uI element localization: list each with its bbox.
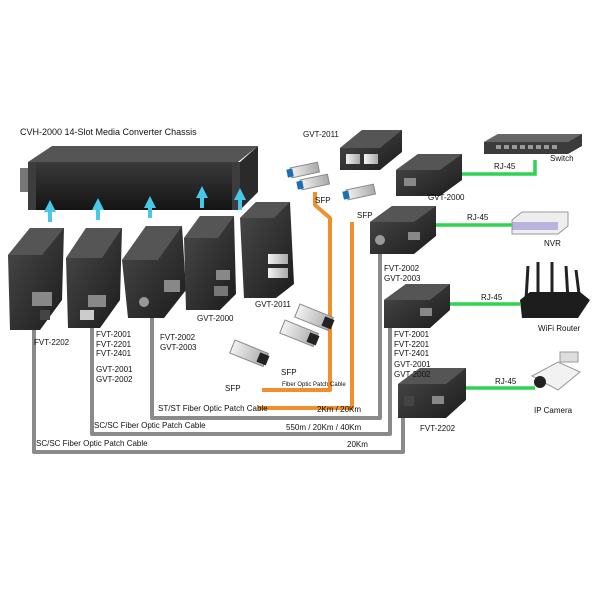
converter-fvt-2001-right [384, 284, 450, 328]
insert-arrows [44, 186, 246, 222]
label-fvt-2202-right: FVT-2202 [420, 424, 456, 433]
cable-orange-2 [258, 222, 354, 410]
label-rj45-router: RJ-45 [481, 293, 503, 302]
sfp-module [296, 173, 331, 191]
label-sfp-top-right: SFP [357, 211, 373, 220]
chassis-title: CVH-2000 14-Slot Media Converter Chassis [20, 127, 197, 137]
label-gvt-2001-group-right: GVT-2001 GVT-2002 [394, 360, 431, 379]
label-gvt-2011-left: GVT-2011 [255, 300, 291, 309]
label-ip-camera: IP Camera [534, 406, 573, 415]
label-rj45-camera: RJ-45 [495, 377, 517, 386]
nvr-device [511, 211, 569, 235]
label-fvt-2002-group-left: FVT-2002 GVT-2003 [160, 333, 197, 352]
converter-fvt-2002-right [370, 206, 436, 254]
converter-fvt-2002-left [122, 226, 186, 318]
sfp-module [286, 161, 321, 179]
label-sc-sc-cable-2: SC/SC Fiber Optic Patch Cable [36, 439, 148, 448]
converter-gvt-2011-left [240, 202, 294, 298]
converter-gvt-2011-right [340, 130, 402, 170]
ip-camera-device [530, 351, 581, 391]
label-fvt-2202-left: FVT-2202 [34, 338, 70, 347]
converter-fvt-2202-right [398, 368, 466, 418]
label-rj45-switch: RJ-45 [494, 162, 516, 171]
cable-sc-sc-outer [32, 320, 405, 454]
sfp-module [279, 319, 320, 348]
sfp-module [229, 339, 270, 368]
gray-cables [32, 240, 405, 454]
label-distance-3: 20Km [347, 440, 368, 449]
sfp-module [294, 303, 335, 332]
label-gvt-2001-group-left: GVT-2001 GVT-2002 [96, 365, 133, 384]
cable-orange-1 [262, 192, 332, 392]
wifi-router-device [520, 262, 590, 318]
label-fvt-2001-group-left: FVT-2001 FVT-2201 FVT-2401 [96, 330, 132, 358]
sfp-modules-bottom [229, 303, 335, 368]
label-sfp-bottom-right: SFP [281, 368, 297, 377]
label-rj45-nvr: RJ-45 [467, 213, 489, 222]
chassis-cvh-2000 [20, 146, 258, 210]
converter-fvt-2202-left [8, 228, 64, 330]
label-wifi-router: WiFi Router [538, 324, 581, 333]
rj45-cable-switch [436, 160, 537, 176]
label-fvt-2002-group-right: FVT-2002 GVT-2003 [384, 264, 421, 283]
label-st-st-cable: ST/ST Fiber Optic Patch Cable [158, 404, 268, 413]
sfp-module [342, 183, 377, 201]
sfp-modules-top [286, 161, 377, 201]
label-fiber-patch-cable: Fiber Optic Patch Cable [282, 382, 346, 388]
label-fvt-2001-group-right: FVT-2001 FVT-2201 FVT-2401 [394, 330, 430, 358]
cable-st-st [150, 240, 382, 420]
label-switch: Switch [550, 154, 574, 163]
orange-cables [258, 192, 354, 410]
label-gvt-2000-right: GVT-2000 [428, 193, 465, 202]
label-gvt-2000-left: GVT-2000 [197, 314, 234, 323]
converter-gvt-2000-right [396, 154, 462, 196]
label-sfp-top-left: SFP [315, 196, 331, 205]
converter-fvt-2001-left [66, 228, 122, 328]
cable-sc-sc-mid [90, 318, 392, 436]
converter-gvt-2000-left [184, 216, 236, 310]
label-sfp-bottom-left: SFP [225, 384, 241, 393]
label-gvt-2011-top: GVT-2011 [303, 130, 339, 139]
green-cables [432, 160, 537, 390]
label-distance-1: 2Km / 20Km [317, 405, 362, 414]
label-distance-2: 550m / 20Km / 40Km [286, 423, 362, 432]
label-nvr: NVR [544, 239, 561, 248]
label-sc-sc-cable-1: SC/SC Fiber Optic Patch Cable [94, 421, 206, 430]
switch-device [484, 134, 582, 154]
